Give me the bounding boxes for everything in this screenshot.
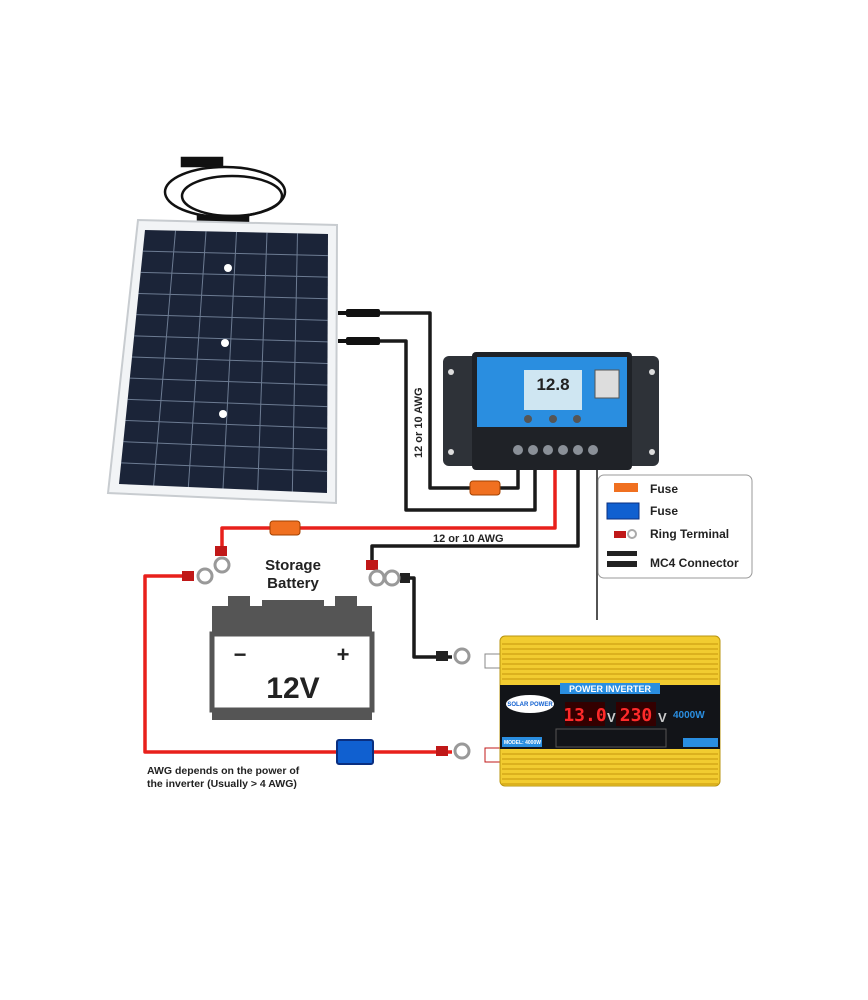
- wire-gauge-label-vertical: 12 or 10 AWG: [413, 387, 425, 458]
- panel-cell-line: [140, 271, 328, 278]
- inverter-power-rating: 4000W: [673, 710, 705, 721]
- battery-title-line1: Storage: [265, 557, 321, 574]
- panel-cell-line: [125, 420, 328, 429]
- inverter-input-display: 13.0: [563, 705, 606, 726]
- inverter-title: POWER INVERTER: [569, 684, 652, 694]
- battery-voltage: 12V: [266, 672, 319, 705]
- orange-fuse-controller: [469, 480, 501, 496]
- panel-cell-line: [121, 462, 328, 472]
- panel-cell-line: [142, 250, 328, 257]
- wire-gauge-label-horizontal: 12 or 10 AWG: [433, 533, 504, 545]
- panel-cell-line: [127, 398, 328, 408]
- orange-fuse-icon: [614, 483, 638, 492]
- inverter-brand: SOLAR POWER: [507, 702, 553, 708]
- panel-cell-line: [134, 335, 328, 343]
- battery-plus: +: [337, 642, 350, 667]
- orange-fuse-battery: [269, 520, 301, 536]
- inverter-model: MODEL: 4000W: [504, 740, 541, 746]
- blue-fuse: [336, 739, 374, 765]
- charge-controller: 12.8: [443, 352, 659, 470]
- panel-cell-line: [123, 441, 328, 451]
- power-inverter: POWER INVERTER SOLAR POWER 13.0 V 230 V …: [484, 635, 721, 787]
- controller-display: 12.8: [536, 375, 569, 394]
- legend: Fuse Fuse Ring Terminal MC4 Connector: [597, 474, 753, 579]
- ring-terminal-icon: [614, 529, 637, 539]
- blue-fuse-icon: [606, 502, 640, 520]
- mc4-connectors: [338, 309, 380, 345]
- battery-minus: −: [234, 642, 247, 667]
- inverter-output-unit: V: [658, 710, 667, 725]
- panel-cell-line: [131, 356, 328, 364]
- panel-cable: [163, 156, 287, 227]
- legend-label: Fuse: [650, 482, 678, 496]
- legend-label: Ring Terminal: [650, 527, 729, 541]
- awg-note-line2: the inverter (Usually > 4 AWG): [147, 778, 297, 790]
- legend-label: Fuse: [650, 504, 678, 518]
- storage-battery: Storage Battery − + 12V: [209, 557, 375, 720]
- legend-label: MC4 Connector: [650, 556, 739, 570]
- awg-note-line1: AWG depends on the power of: [147, 765, 300, 777]
- solar-panel: [106, 218, 339, 505]
- panel-cell-line: [136, 314, 328, 321]
- inverter-input-unit: V: [607, 710, 616, 725]
- wires: [143, 311, 598, 754]
- battery-title-line2: Battery: [267, 575, 319, 592]
- panel-cell-line: [138, 293, 328, 300]
- inverter-output-display: 230: [620, 705, 653, 726]
- mc4-connector-icon: [607, 551, 637, 567]
- panel-cell-line: [129, 377, 328, 386]
- ring-terminals: [182, 546, 471, 760]
